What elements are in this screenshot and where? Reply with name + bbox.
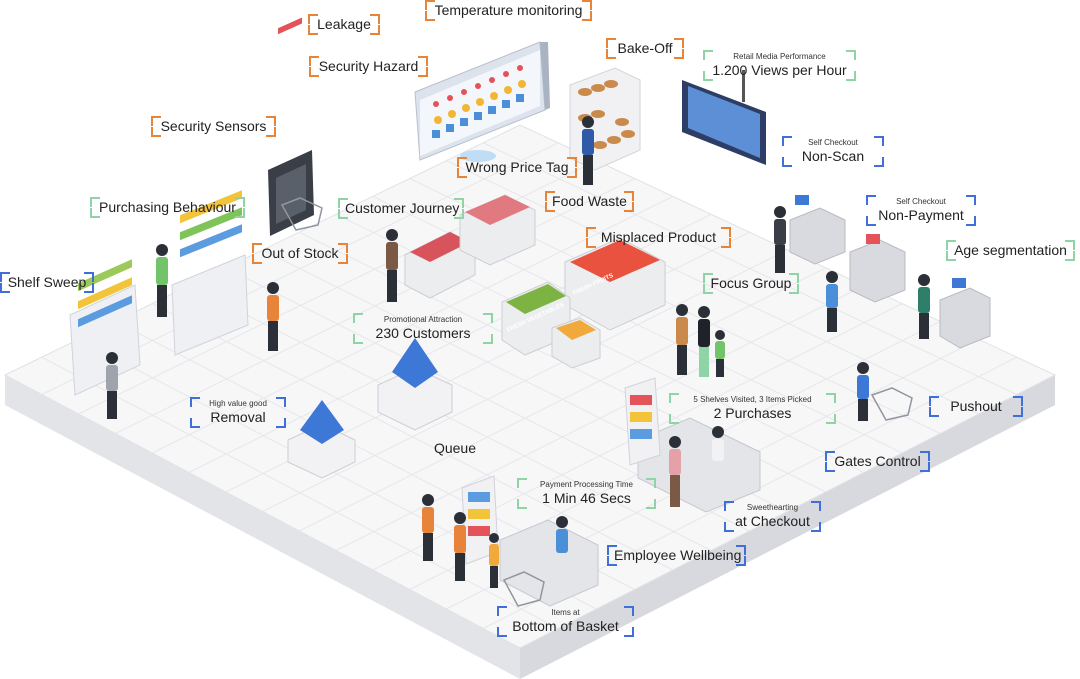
label-pushout: Pushout xyxy=(929,396,1023,418)
label-food-waste: Food Waste xyxy=(545,191,634,213)
label-temperature-monitoring: Temperature monitoring xyxy=(425,0,592,22)
left-shelves xyxy=(69,190,249,396)
refrigerator xyxy=(414,41,550,162)
produce-stands xyxy=(501,237,666,369)
checkout-counter-2 xyxy=(461,475,599,607)
label-queue: Queue xyxy=(433,440,477,456)
label-bake-off: Bake-Off xyxy=(606,38,684,60)
floor-grid-line xyxy=(335,285,865,551)
floor-grid-line xyxy=(446,160,979,415)
promo-pyramid-2 xyxy=(287,400,356,479)
floor-grid-line xyxy=(262,249,788,512)
label-misplaced-product: Misplaced Product xyxy=(586,227,731,249)
floor-grid-line xyxy=(483,142,1017,395)
self-checkout-kiosks xyxy=(789,195,991,349)
shopping-carts xyxy=(280,197,913,607)
label-out-of-stock: Out of Stock xyxy=(252,243,348,265)
label-security-hazard: Security Hazard xyxy=(309,56,428,78)
label-wrong-price-tag: Wrong Price Tag xyxy=(457,157,577,179)
label-focus-group: Focus Group xyxy=(703,273,799,295)
digital-signage-screen xyxy=(682,70,766,165)
floor-slab xyxy=(3,124,1057,679)
label-leakage: Leakage xyxy=(308,14,380,36)
meat-counter xyxy=(404,194,536,299)
label-age-segmentation: Age segmentation xyxy=(946,240,1075,262)
label-employee-wellbeing: Employee Wellbeing xyxy=(607,545,746,567)
floor-grid-line xyxy=(299,267,826,532)
label-customer-journey: Customer Journey xyxy=(338,198,464,220)
label-purchasing-behaviour: Purchasing Behaviour xyxy=(90,197,245,219)
label-shelf-sweep: Shelf Sweep xyxy=(0,272,94,294)
promo-pyramid-1 xyxy=(377,338,453,431)
shoppers xyxy=(106,116,930,588)
checkout-counter-1 xyxy=(624,377,761,513)
label-gates-control: Gates Control xyxy=(825,451,930,473)
label-security-sensors: Security Sensors xyxy=(151,116,276,138)
bakery-shelf xyxy=(569,67,641,171)
